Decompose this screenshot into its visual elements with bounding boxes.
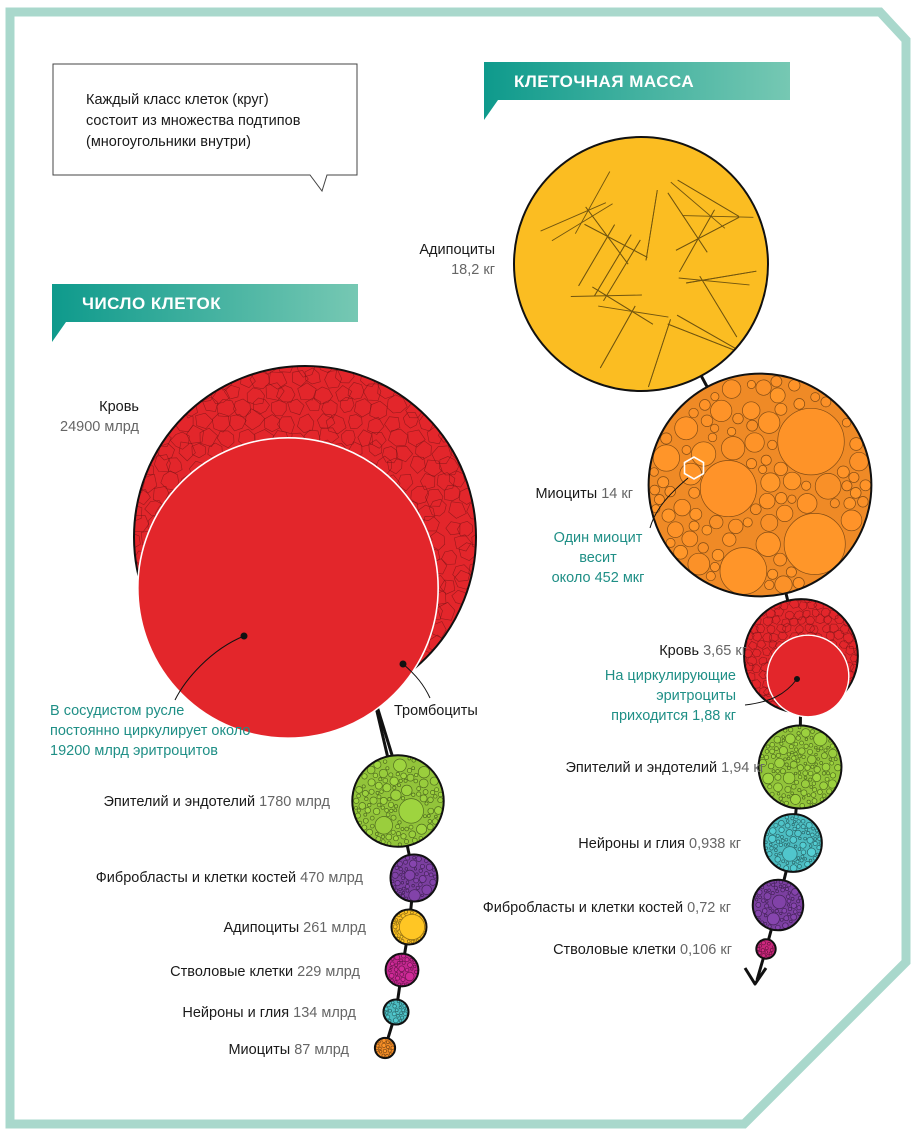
- header-cell-mass: КЛЕТОЧНАЯ МАССА: [484, 62, 790, 120]
- mass-label-3-name: Эпителий и эндотелий: [565, 760, 717, 776]
- mass-erythrocytes-note-line-1: На циркулирующие: [605, 668, 736, 684]
- header-cell-mass-title: КЛЕТОЧНАЯ МАССА: [514, 72, 694, 91]
- mass-bubble-4: [763, 813, 823, 873]
- count-label-6: Миоциты 87 млрд: [228, 1042, 349, 1058]
- mass-label-6: Стволовые клетки 0,106 кг: [553, 942, 732, 958]
- mass-bubble-0: [513, 136, 769, 392]
- mass-bubble-1: [647, 372, 873, 598]
- count-label-1: Эпителий и эндотелий 1780 млрд: [103, 794, 330, 810]
- count-label-5-value: 134 млрд: [289, 1005, 356, 1021]
- mass-label-2-value: 3,65 кг: [699, 643, 747, 659]
- callout-box: Каждый класс клеток (круг) состоит из мн…: [52, 63, 358, 193]
- platelets-label: Тромбоциты: [394, 703, 478, 719]
- count-label-1-name: Эпителий и эндотелий: [103, 794, 255, 810]
- count-label-1-value: 1780 млрд: [255, 794, 330, 810]
- callout-line-1: Каждый класс клеток (круг): [86, 92, 269, 108]
- count-bubble-2: [389, 853, 439, 903]
- mass-label-2: Кровь 3,65 кг: [659, 643, 747, 659]
- callout-line-3: (многоугольники внутри): [86, 134, 251, 150]
- count-erythrocytes-note-line-2: постоянно циркулирует около: [50, 723, 250, 739]
- mass-label-1-value: 14 кг: [597, 486, 633, 502]
- count-label-5: Нейроны и глия 134 млрд: [182, 1005, 356, 1021]
- count-label-4-value: 229 млрд: [293, 964, 360, 980]
- mass-bubble-3: [757, 724, 843, 810]
- mass-label-adipocytes-value: 18,2 кг: [451, 262, 495, 278]
- count-label-3-name: Адипоциты: [224, 920, 300, 936]
- mass-label-5-value: 0,72 кг: [683, 900, 731, 916]
- mass-label-adipocytes-name: Адипоциты: [419, 242, 495, 258]
- mass-label-5: Фибробласты и клетки костей 0,72 кг: [483, 900, 731, 916]
- mass-label-4-value: 0,938 кг: [685, 836, 741, 852]
- count-label-blood-name: Кровь: [99, 399, 139, 415]
- count-label-5-name: Нейроны и глия: [182, 1005, 289, 1021]
- mass-erythrocytes-note-line-2: эритроциты: [656, 688, 736, 704]
- mass-label-3-value: 1,94 кг: [717, 760, 765, 776]
- mass-label-5-name: Фибробласты и клетки костей: [483, 900, 683, 916]
- count-label-3-value: 261 млрд: [299, 920, 366, 936]
- count-label-4: Стволовые клетки 229 млрд: [170, 964, 360, 980]
- mass-label-4: Нейроны и глия 0,938 кг: [578, 836, 741, 852]
- count-erythrocytes-note-line-3: 19200 млрд эритроцитов: [50, 743, 218, 759]
- count-erythrocytes-note-line-1: В сосудистом русле: [50, 703, 184, 719]
- count-bubble-1: [351, 754, 445, 848]
- callout-line-2: состоит из множества подтипов: [86, 113, 301, 129]
- count-label-3: Адипоциты 261 млрд: [224, 920, 367, 936]
- count-bubble-3: [390, 908, 428, 946]
- count-bubble-4: [384, 952, 420, 988]
- count-label-6-name: Миоциты: [228, 1042, 290, 1058]
- single-myocyte-mark: [649, 456, 705, 529]
- mass-label-6-name: Стволовые клетки: [553, 942, 676, 958]
- platelets-leader: [402, 663, 431, 699]
- header-cell-count: ЧИСЛО КЛЕТОК: [52, 284, 358, 342]
- mass-bubble-5: [751, 878, 805, 932]
- header-cell-count-title: ЧИСЛО КЛЕТОК: [82, 294, 221, 313]
- mass-erythrocytes-note-line-3: приходится 1,88 кг: [611, 708, 736, 724]
- mass-label-3: Эпителий и эндотелий 1,94 кг: [565, 760, 765, 776]
- count-label-4-name: Стволовые клетки: [170, 964, 293, 980]
- count-label-6-value: 87 млрд: [290, 1042, 349, 1058]
- count-label-2-name: Фибробласты и клетки костей: [96, 870, 296, 886]
- count-bubble-6: [373, 1036, 397, 1060]
- count-label-2: Фибробласты и клетки костей 470 млрд: [96, 870, 364, 886]
- count-label-blood-value: 24900 млрд: [60, 419, 140, 435]
- count-bubble-5: [382, 998, 410, 1026]
- myocyte-note-line-3: около 452 мкг: [552, 570, 645, 586]
- mass-label-4-name: Нейроны и глия: [578, 836, 685, 852]
- frame-border: [5, 7, 911, 1129]
- annotation-overlays: [137, 437, 850, 739]
- count-label-2-value: 470 млрд: [296, 870, 363, 886]
- myocyte-note-line-1: Один миоцит: [554, 530, 643, 546]
- count-erythrocytes-mark: [137, 437, 439, 739]
- myocyte-note-line-2: весит: [579, 550, 617, 566]
- mass-label-6-value: 0,106 кг: [676, 942, 732, 958]
- mass-erythrocytes-mark: [744, 634, 850, 718]
- mass-arrow-head: [743, 967, 768, 986]
- mass-label-1-name: Миоциты: [535, 486, 597, 502]
- mass-label-2-name: Кровь: [659, 643, 699, 659]
- mass-label-1: Миоциты 14 кг: [535, 486, 633, 502]
- mass-bubble-6: [755, 938, 777, 960]
